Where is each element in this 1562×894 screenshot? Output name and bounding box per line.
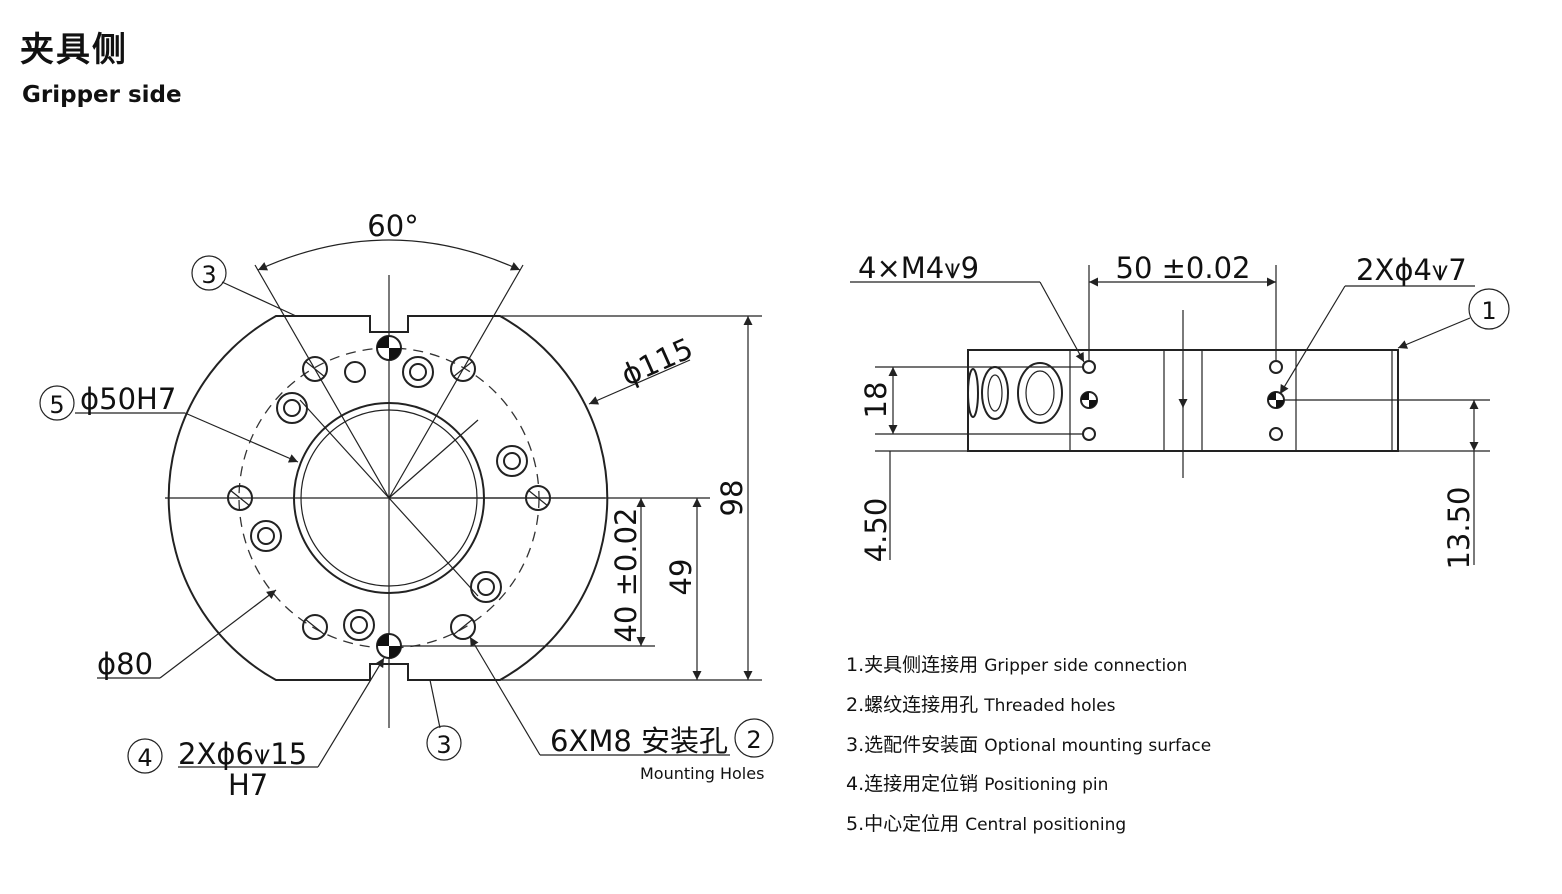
radial-line — [388, 497, 479, 597]
angle-arc — [257, 239, 521, 271]
dim-40-label: 40 ±0.02 — [609, 508, 643, 643]
threaded-hole — [496, 445, 528, 477]
pin-callout-label: 2Xϕ6⩛15 — [178, 737, 307, 771]
leader-3 — [221, 281, 297, 317]
side-bore — [1017, 362, 1063, 424]
page-subtitle: Gripper side — [22, 82, 182, 108]
radial-line — [299, 399, 390, 499]
marker-3-bottom: 3 — [426, 725, 462, 761]
marker-4: 4 — [127, 738, 163, 774]
threaded-hole — [250, 520, 282, 552]
legend-item: 4.连接用定位销 Positioning pin — [846, 773, 1109, 796]
leader-thread — [1039, 281, 1085, 363]
leader-phi50 — [184, 412, 299, 463]
threaded-hole — [470, 571, 502, 603]
dim-1350-label: 13.50 — [1442, 486, 1476, 569]
svg-text:2: 2 — [746, 726, 761, 754]
svg-text:3: 3 — [201, 261, 216, 289]
mount-holes-en-label: Mounting Holes — [640, 764, 764, 783]
dim-49-label: 49 — [664, 559, 698, 596]
dia-bolt-label: ϕ80 — [97, 647, 153, 681]
leader-3 — [429, 679, 441, 729]
angle-line-left — [254, 264, 390, 499]
marker-1: 1 — [1468, 288, 1510, 330]
thread-callout-label: 4×M4⩛9 — [858, 251, 979, 285]
side-view: 4×M4⩛9 50 ±0.02 2Xϕ4⩛7 18 4.50 13.50 1 — [850, 251, 1510, 570]
dim-50-label: 50 ±0.02 — [1116, 251, 1251, 285]
legend-item: 2.螺纹连接用孔 Threaded holes — [846, 693, 1116, 716]
pin-callout-side-label: 2Xϕ4⩛7 — [1356, 253, 1467, 287]
angle-label: 60° — [367, 209, 418, 243]
radial-line — [388, 419, 479, 499]
side-bore-inner — [1025, 370, 1055, 416]
mounting-hole — [302, 356, 328, 382]
threaded-hole — [402, 356, 434, 388]
page-title: 夹具侧 — [20, 30, 128, 70]
leader-2 — [469, 636, 541, 756]
marker-2: 2 — [734, 718, 774, 758]
leader-phi115 — [588, 359, 691, 405]
mount-holes-label: 6XM8 安装孔 — [550, 724, 728, 758]
legend-item: 3.选配件安装面 Optional mounting surface — [846, 733, 1212, 756]
mounting-hole — [450, 614, 476, 640]
pin-fit-label: H7 — [228, 768, 268, 802]
svg-text:3: 3 — [436, 731, 451, 759]
side-pin-hole — [1269, 360, 1283, 374]
dia-center-label: ϕ50H7 — [80, 382, 176, 416]
side-thread-hole — [1082, 427, 1096, 441]
side-pin — [1080, 391, 1098, 409]
leader-phi80 — [159, 589, 277, 679]
positioning-pin — [376, 335, 402, 361]
marker-3-top: 3 — [191, 255, 227, 291]
leader-4 — [317, 657, 385, 768]
legend-item: 1.夹具侧连接用 Gripper side connection — [846, 654, 1188, 676]
positioning-pin — [376, 633, 402, 659]
svg-text:1: 1 — [1481, 297, 1496, 325]
small-hole — [344, 361, 366, 383]
svg-text:5: 5 — [49, 391, 64, 419]
legend-item: 5.中心定位用 Central positioning — [846, 813, 1127, 836]
side-pin — [1267, 391, 1285, 409]
threaded-hole — [276, 392, 308, 424]
dim-450-label: 4.50 — [859, 498, 893, 563]
side-bore-inner — [987, 374, 1003, 412]
dim-18-label: 18 — [859, 382, 893, 419]
leader-1 — [1397, 317, 1471, 349]
mounting-hole — [302, 614, 328, 640]
svg-text:4: 4 — [137, 744, 152, 772]
mounting-hole — [450, 356, 476, 382]
side-thread-hole — [1082, 360, 1096, 374]
angle-line-right — [388, 264, 524, 499]
front-view: 60° ϕ115 ϕ50H7 ϕ80 98 49 40 ±0.02 2Xϕ6⩛1… — [39, 209, 774, 802]
side-pin-hole — [1269, 427, 1283, 441]
side-bore — [967, 368, 979, 418]
threaded-hole — [343, 609, 375, 641]
dim-98-label: 98 — [715, 480, 749, 517]
mounting-hole — [227, 485, 253, 511]
legend: 1.夹具侧连接用 Gripper side connection 2.螺纹连接用… — [846, 646, 1211, 845]
leader-pin — [1279, 285, 1346, 395]
dia-outer-label: ϕ115 — [616, 331, 698, 392]
marker-5: 5 — [39, 385, 75, 421]
